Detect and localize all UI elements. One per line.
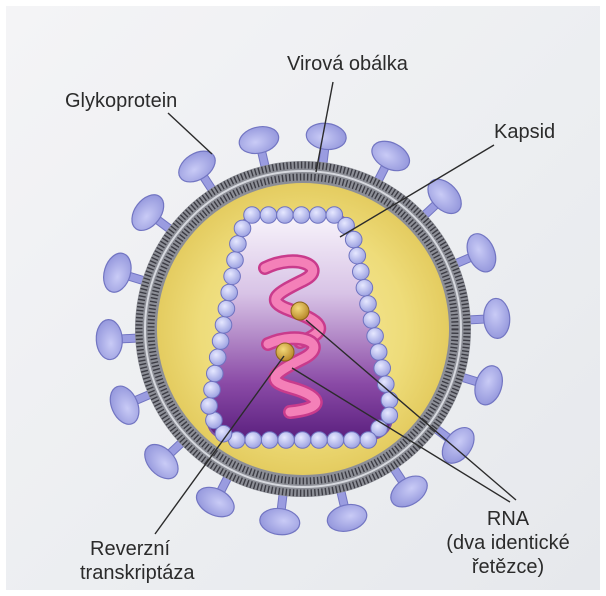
label-rna-line-1: RNA — [413, 507, 603, 531]
capsid-bead — [367, 328, 384, 345]
label-rt-line-2: transkriptáza — [80, 561, 195, 585]
capsid-bead — [230, 236, 247, 253]
capsid-bead — [381, 392, 398, 409]
label-reverse-transcriptase: Reverzní transkriptáza — [80, 537, 195, 585]
capsid-bead — [218, 300, 235, 317]
capsid-bead — [360, 296, 377, 313]
capsid-bead — [221, 284, 238, 301]
capsid-bead — [370, 344, 387, 361]
label-rna: RNA (dva identické řetězce) — [413, 507, 603, 579]
reverse-transcriptase-2 — [276, 343, 294, 361]
glycoprotein-leader — [168, 113, 212, 154]
label-glycoprotein: Glykoprotein — [65, 89, 177, 113]
capsid-bead — [349, 247, 366, 264]
capsid-bead — [212, 333, 229, 350]
capsid-bead — [310, 207, 327, 224]
capsid-bead — [245, 432, 262, 449]
capsid-bead — [374, 360, 391, 377]
capsid-bead — [311, 432, 328, 449]
label-rna-line-2: (dva identické — [413, 531, 603, 555]
label-rna-line-3: řetězce) — [413, 555, 603, 579]
capsid-bead — [209, 349, 226, 366]
capsid-bead — [224, 268, 241, 285]
capsid-bead — [261, 432, 278, 449]
capsid-bead — [345, 231, 362, 248]
capsid-bead — [215, 317, 232, 334]
capsid-bead — [204, 381, 221, 398]
capsid-bead — [207, 365, 224, 382]
capsid-bead — [363, 312, 380, 329]
capsid-bead — [344, 432, 361, 449]
capsid-bead — [294, 432, 311, 449]
capsid-bead — [293, 207, 310, 224]
label-rt-line-1: Reverzní — [80, 537, 195, 561]
reverse-transcriptase-1 — [291, 302, 309, 320]
label-viral-envelope: Virová obálka — [287, 52, 408, 76]
capsid-bead — [234, 220, 251, 237]
capsid-bead — [227, 252, 244, 269]
label-capsid: Kapsid — [494, 120, 555, 144]
capsid-bead — [356, 280, 373, 297]
capsid-bead — [360, 432, 377, 449]
capsid-bead — [327, 432, 344, 449]
capsid-bead — [201, 398, 218, 415]
capsid-bead — [278, 432, 295, 449]
capsid-bead — [277, 207, 294, 224]
capsid-bead — [353, 263, 370, 280]
capsid-bead — [260, 207, 277, 224]
